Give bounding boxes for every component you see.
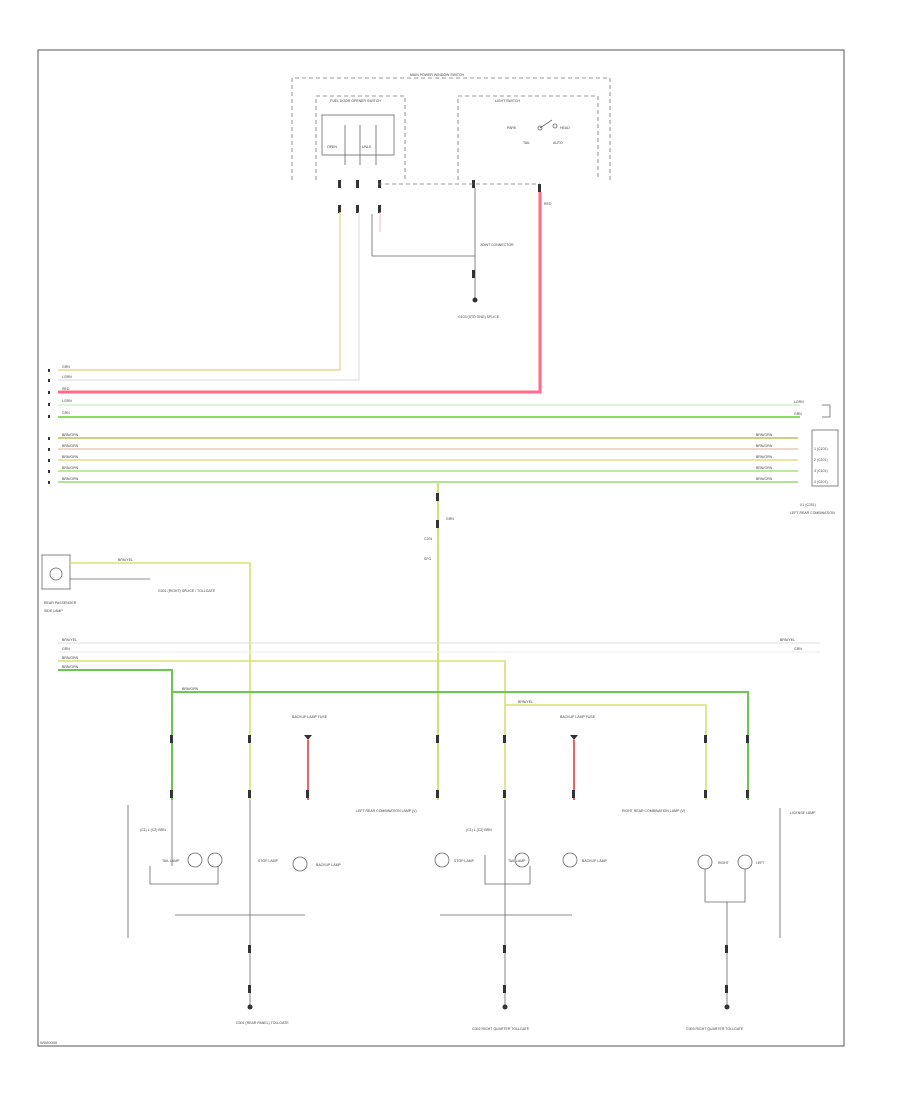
right-connector-block: 1 (C101) 2 (C101) 3 (C101) 4 (C101) X1 (…: [790, 404, 839, 515]
right-pin-b: 2 (C101): [814, 458, 828, 462]
bus-label-right-3: BRN/GRN: [756, 455, 773, 459]
license-label-b: LEFT: [756, 861, 765, 865]
right-tail-label: TAIL LAMP: [508, 859, 526, 863]
top-wire-label-1: LGRN: [62, 375, 72, 379]
mid-right-b: GRN: [794, 647, 802, 651]
left-backup-label: BACKUP LAMP: [316, 863, 341, 867]
right-rear-lamps: (C1) L (C2) BRN STOP LAMP TAIL LAMP BACK…: [434, 800, 607, 916]
mid-right-a: BRN/YEL: [780, 638, 795, 642]
ground-1: G301 (REAR PANEL) TOLLGATE: [236, 1021, 289, 1025]
left-rear-lamps: (C1) L (C2) BRN TAIL LAMP STOP LAMP BACK…: [127, 800, 341, 938]
ground-top-label: G103 (STD GND) SPLICE: [458, 315, 500, 319]
drop-connectors: [170, 735, 749, 798]
right-pin-d: 4 (C101): [814, 480, 828, 484]
top-wire-label-2: RED: [62, 387, 70, 391]
marker-b: BACKUP LAMP FUSE: [560, 715, 596, 719]
trunk-label-c: SFG: [424, 557, 431, 561]
joint-connector-label: JOINT CONNECTOR: [480, 243, 514, 247]
light-switch-title: LIGHT SWITCH: [495, 99, 520, 103]
main-power-title: MAIN POWER WINDOW SWITCH: [410, 73, 465, 77]
left-pin-markers: [48, 369, 50, 484]
rear-passenger-box: REAR PASSENGER SIDE LAMP: [41, 554, 77, 613]
wire-grn-top: [58, 212, 341, 371]
top-wire-label-3: LGRN: [62, 399, 72, 403]
bus-label-left-2: BRN/GRN: [62, 444, 79, 448]
right-stop-label: STOP LAMP: [454, 859, 475, 863]
right-label-top-a: LGRN: [794, 400, 804, 404]
bus-label-left-1: BRN/GRN: [62, 433, 79, 437]
left-lamp-header: (C1) L (C2) BRN: [140, 828, 166, 832]
mid-wire-grn: [58, 669, 173, 800]
group-right-rear: RIGHT REAR COMBINATION LAMP (V): [622, 809, 685, 813]
right-junction: X1 (C201): [800, 503, 816, 507]
box-title: REAR PASSENGER: [44, 601, 77, 605]
lower-top-wire-label: BRN/YEL: [118, 558, 133, 562]
mid-label-2: BRN/GRN: [62, 656, 79, 660]
left-tail-label: TAIL LAMP: [162, 859, 180, 863]
right-pin-a: 1 (C101): [814, 447, 828, 451]
bus-label-right-4: BRN/GRN: [756, 466, 773, 470]
fuel-switch-label-a: OPEN: [327, 145, 337, 149]
diagram-frame: [37, 49, 845, 1047]
light-switch-label-d: AUTO: [553, 141, 563, 145]
marker-a: BACKUP LAMP FUSE: [292, 715, 328, 719]
ground-drops: [247, 915, 730, 1010]
mid-wire-brn-yel: [58, 660, 506, 800]
inner-label-b: BRN/YEL: [518, 700, 533, 704]
bus-label-left-5: BRN/GRN: [62, 477, 79, 481]
main-power-window-switch: MAIN POWER WINDOW SWITCH: [291, 73, 611, 180]
license-lamp: RIGHT LEFT: [697, 808, 781, 1005]
fuel-door-title: FUEL DOOR OPENER SWITCH: [330, 99, 381, 103]
right-label-top-b: GRN: [794, 412, 802, 416]
inner-label-a: BRN/GRN: [182, 687, 199, 691]
right-backup-label: BACKUP LAMP: [582, 859, 607, 863]
right-junction-2: LEFT REAR COMBINATION: [790, 511, 835, 515]
wire-lgrn-top: [58, 212, 360, 381]
mid-label-0: BRN/YEL: [62, 638, 77, 642]
corner-code: W000000: [40, 1040, 58, 1045]
trunk-label-a: GRN: [446, 517, 454, 521]
right-pin-c: 3 (C101): [814, 469, 828, 473]
wire-red-label: RED: [544, 202, 552, 206]
lower-ground-note: G301 (RIGHT) SPLICE / TOLLGATE: [158, 589, 216, 593]
wire-red-main: [58, 192, 542, 394]
bus-label-right-2: BRN/GRN: [756, 444, 773, 448]
bus-label-right-5: BRN/GRN: [756, 477, 773, 481]
light-switch-label-b: HEAD: [560, 126, 570, 130]
right-lamp-header: (C1) L (C2) BRN: [466, 828, 492, 832]
box-sub: SIDE LAMP: [44, 609, 63, 613]
wire-grn-692: [172, 691, 749, 800]
light-switch-label-a: PARK: [507, 126, 517, 130]
left-stop-label: STOP LAMP: [258, 859, 279, 863]
mid-label-3: BRN/GRN: [62, 665, 79, 669]
fuel-switch-label-b: UNLK: [362, 145, 372, 149]
group-left-rear: LEFT REAR COMBINATION LAMP (V): [356, 809, 417, 813]
trunk-label-b: C201: [424, 537, 432, 541]
top-wire-label-0: GRN: [62, 365, 70, 369]
bus-label-right-1: BRN/GRN: [756, 433, 773, 437]
ground-2: G302 RIGHT QUARTER TOLLGATE: [472, 1027, 530, 1031]
backup-fuse-b: BACKUP LAMP FUSE: [560, 715, 596, 800]
mid-label-1: GRN: [62, 647, 70, 651]
fuel-door-opener-switch: FUEL DOOR OPENER SWITCH OPEN UNLK: [315, 95, 406, 180]
bus-label-left-3: BRN/GRN: [62, 455, 79, 459]
top-wire-label-4: GRN: [62, 411, 70, 415]
bus-label-left-4: BRN/GRN: [62, 466, 79, 470]
light-switch-label-c: TAIL: [523, 141, 530, 145]
license-label-a: RIGHT: [718, 861, 730, 865]
group-license: LICENSE LAMP: [790, 811, 816, 815]
light-switch: LIGHT SWITCH PARK HEAD TAIL AUTO: [457, 95, 599, 180]
wire-brn-yel-left: [70, 562, 251, 800]
ground-3: G303 RIGHT QUARTER TOLLGATE: [686, 1027, 744, 1031]
backup-fuse-a: BACKUP LAMP FUSE: [292, 715, 328, 800]
wire-brn-yel-705: [505, 704, 707, 800]
